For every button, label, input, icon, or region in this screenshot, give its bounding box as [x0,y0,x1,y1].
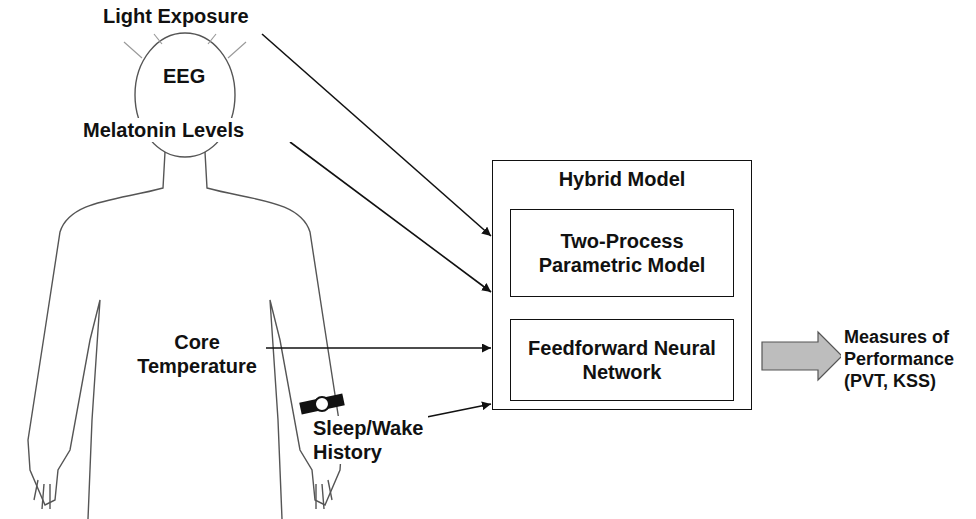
input-label: Sleep/Wake History [310,416,428,464]
human-figure [28,33,342,519]
model-component-box: Two-Process Parametric Model [510,209,734,297]
group-title: Hybrid Model [493,167,751,191]
input-label: EEG [160,64,222,88]
temperature-arrow [256,347,491,349]
melatonin-arrow [290,142,491,292]
model-group-box: Hybrid ModelTwo-Process Parametric Model… [492,160,752,410]
input-label: Core Temperature [128,330,266,378]
light-rays [124,34,246,58]
model-component-box: Feedforward Neural Network [510,319,734,401]
output-label: Measures of Performance (PVT, KSS) [841,326,973,392]
finger-lines [34,480,332,509]
output-arrow [762,332,842,380]
input-arrows [256,34,491,420]
input-label: Light Exposure [100,4,276,28]
input-label: Melatonin Levels [80,118,296,142]
wristwatch [299,394,345,415]
box-label: Feedforward Neural Network [521,336,723,384]
box-label: Two-Process Parametric Model [521,229,723,277]
